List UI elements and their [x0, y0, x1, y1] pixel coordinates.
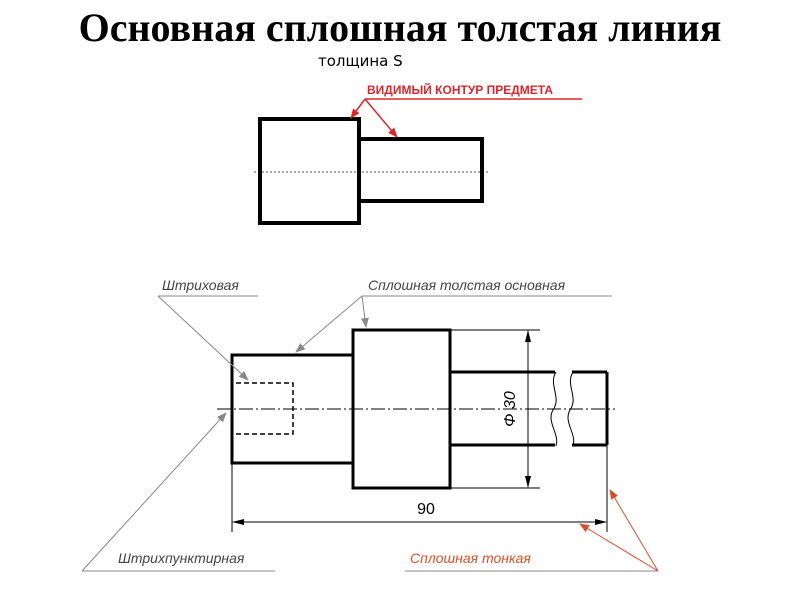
thick-solid-label: Сплошная толстая основная	[368, 277, 566, 293]
thin-solid-label: Сплошная тонкая	[410, 550, 531, 566]
page-title: Основная сплошная толстая линия	[78, 5, 722, 50]
dash-dot-label-leader	[81, 412, 227, 572]
dashed-label-leader	[157, 295, 249, 381]
thick-label-leader-1	[295, 295, 363, 353]
callout-arrow-2	[364, 98, 398, 138]
thin-label-leader-2	[609, 489, 659, 572]
diameter-dimension-text: Φ 30	[502, 391, 519, 427]
thickness-label: толщина S	[318, 52, 403, 70]
top-small-block	[357, 137, 484, 203]
dashed-line-label: Штриховая	[162, 277, 239, 293]
callout-arrow-1	[350, 98, 366, 119]
length-dimension-text: 90	[417, 501, 435, 518]
thin-label-leader-1	[579, 523, 659, 572]
break-line-left	[550, 371, 558, 447]
bottom-figure: Φ 30 90 Штриховая Сплошная толстая основ…	[81, 277, 659, 572]
thick-label-leader-2	[360, 295, 369, 328]
top-large-block	[258, 117, 361, 225]
visible-contour-callout: ВИДИМЫЙ КОНТУР ПРЕДМЕТА	[367, 82, 553, 97]
top-figure: ВИДИМЫЙ КОНТУР ПРЕДМЕТА	[254, 82, 582, 225]
break-line-right	[567, 371, 575, 447]
dash-dot-label: Штрихпунктирная	[118, 550, 245, 566]
